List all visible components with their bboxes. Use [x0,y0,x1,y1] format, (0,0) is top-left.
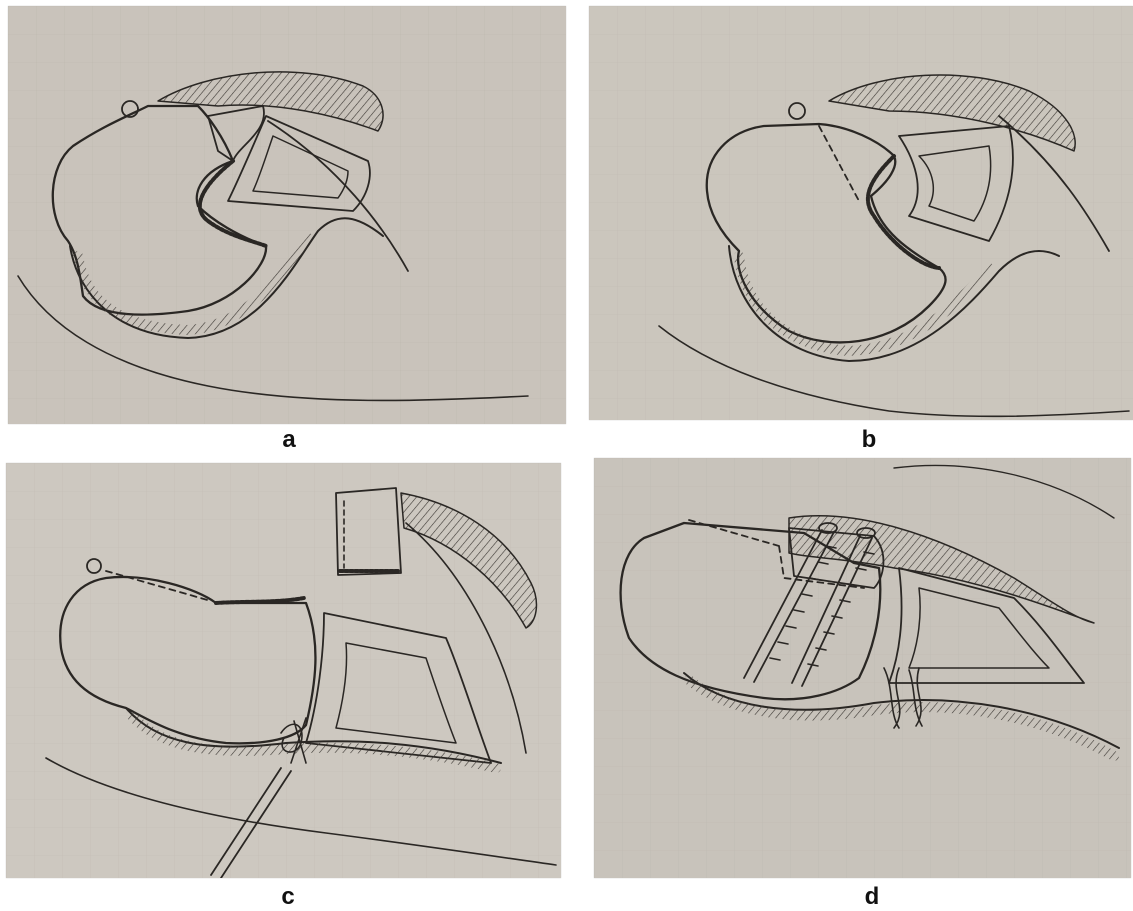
panel-b-sketch [589,6,1133,420]
panel-c-sketch [6,463,561,878]
paper-grid [589,6,1133,420]
paper-grid [8,6,566,424]
panel-d-drawing [594,458,1131,878]
panel-label-d: d [852,883,892,911]
panel-c-drawing [6,463,561,878]
panel-a-sketch [8,6,566,424]
panel-b-drawing [589,6,1133,420]
panel-label-b: b [849,426,889,454]
panel-a-drawing [8,6,566,424]
panel-label-c: c [268,883,308,911]
panel-d-sketch [594,458,1131,878]
panel-label-a: a [269,426,309,454]
